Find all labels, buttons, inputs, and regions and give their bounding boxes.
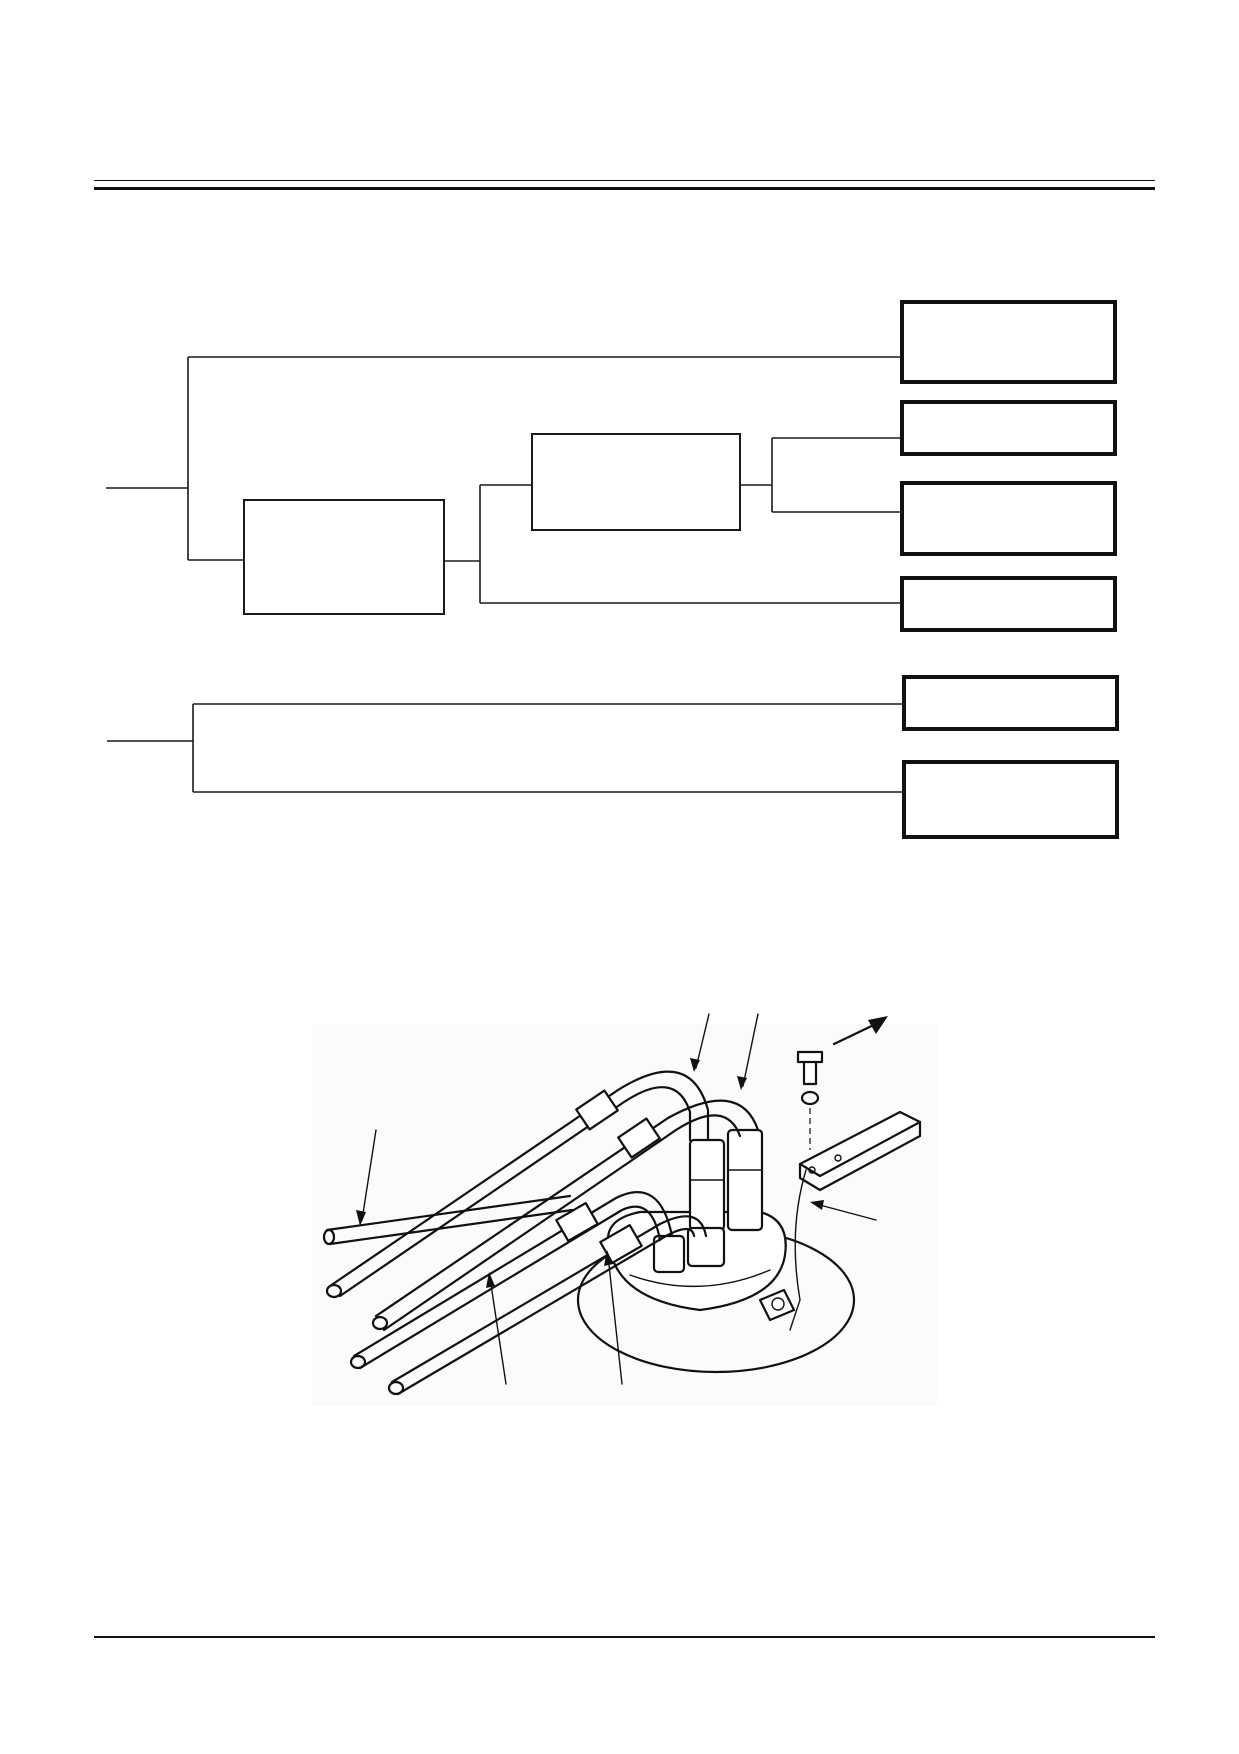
output-5 <box>902 675 1119 731</box>
fitting-1 <box>688 1138 726 1232</box>
header-rule-heavy <box>94 187 1155 190</box>
swivel-body <box>606 1210 787 1312</box>
output-6 <box>902 760 1119 839</box>
washer <box>800 1090 820 1106</box>
side-fitting <box>758 1288 796 1322</box>
output-4 <box>900 576 1117 632</box>
callouts <box>356 1013 877 1385</box>
block-a <box>243 499 445 615</box>
base-plate <box>576 1226 856 1374</box>
header-rule <box>94 180 1155 181</box>
hose-1 <box>328 1070 710 1288</box>
hose-3 <box>325 1194 572 1232</box>
wire <box>789 1169 807 1331</box>
bracket <box>798 1110 922 1178</box>
fitting-2 <box>726 1128 764 1232</box>
block-b <box>531 433 741 531</box>
footer-rule <box>94 1636 1155 1638</box>
direction-arrow <box>868 1016 888 1034</box>
fitting-3 <box>686 1226 726 1268</box>
block-diagram <box>106 300 1119 839</box>
output-1 <box>900 300 1117 384</box>
output-3 <box>900 481 1117 556</box>
fitting-4 <box>652 1234 686 1274</box>
bolt <box>802 1056 818 1086</box>
hose-2 <box>352 1191 674 1358</box>
output-2 <box>900 400 1117 456</box>
